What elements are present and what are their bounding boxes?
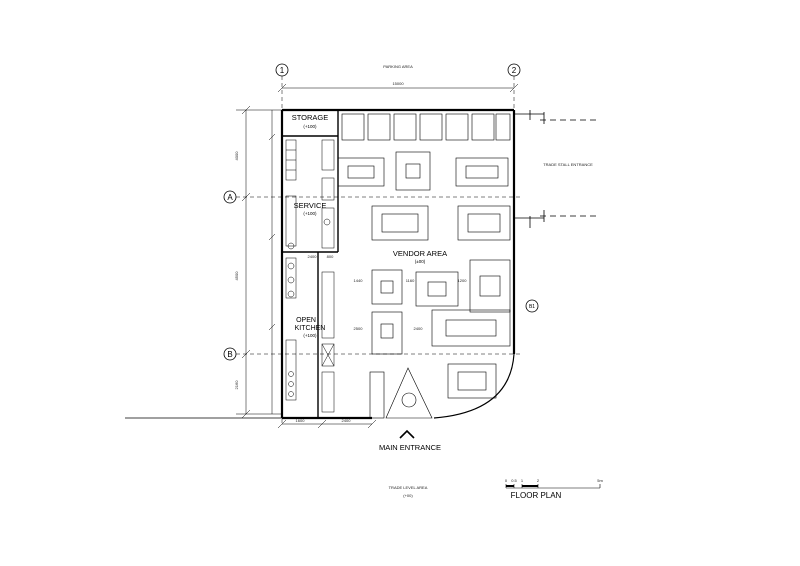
- curved-wall: [433, 353, 515, 419]
- dim-inner-5: 2400: [414, 326, 424, 331]
- vendor-area-level: (±00): [415, 259, 426, 264]
- storage-shelving: [285, 139, 335, 201]
- dim-inner-4: 2500: [354, 326, 364, 331]
- bottom-dimension-line: [277, 419, 377, 429]
- open-kitchen-label-1: OPEN: [296, 317, 316, 324]
- dim-side-tick-2: 800: [327, 254, 334, 259]
- grid-label-2: 2: [512, 66, 517, 75]
- dim-inner-2: 1160: [406, 278, 415, 283]
- service-level: (+100): [303, 211, 317, 216]
- vendor-area-label: VENDOR AREA: [393, 249, 447, 258]
- adjacent-entrance-label: TRADE STALL ENTRANCE: [543, 162, 593, 167]
- dim-bottom-2: 2400: [342, 418, 352, 423]
- scale-tick-3: 2: [537, 478, 540, 483]
- scale-tick-4: 5m: [597, 478, 603, 483]
- dim-inner-1: 1440: [354, 278, 364, 283]
- parking-area-label: PARKING AREA: [383, 64, 413, 69]
- dim-left-lower: 2160: [234, 380, 239, 390]
- dim-left-middle: 4500: [234, 271, 239, 281]
- top-dimension-line: [277, 83, 519, 93]
- service-label: SERVICE: [294, 201, 327, 210]
- dim-inner-3: 1200: [458, 278, 468, 283]
- open-kitchen-level: (+100): [303, 333, 317, 338]
- dim-left-upper: 4000: [234, 151, 239, 161]
- scale-tick-2: 1: [521, 478, 524, 483]
- kitchen-equipment: [285, 257, 335, 413]
- floor-plan-title: FLOOR PLAN: [511, 491, 562, 500]
- scale-tick-0: 0: [505, 478, 508, 483]
- service-counter: [285, 195, 335, 250]
- grid-label-b: B: [227, 350, 232, 359]
- entrance-arrow: [399, 429, 415, 439]
- scale-tick-1: 0.5: [511, 478, 517, 483]
- grid-label-b1: B1: [529, 304, 535, 310]
- grid-label-a: A: [227, 193, 233, 202]
- vendor-tables: [371, 259, 511, 355]
- dim-side-tick-1: 2400: [308, 254, 318, 259]
- grid-bubble-b1: [525, 299, 539, 313]
- side-entrance: [514, 110, 600, 228]
- upper-booth-row: [341, 113, 511, 141]
- storage-level: (+100): [303, 124, 317, 129]
- dim-top-overall: 15000: [392, 81, 404, 86]
- outer-walls: [280, 108, 516, 420]
- grid-lines: [236, 76, 520, 425]
- lower-area-label: TRADE LEVEL AREA: [389, 485, 428, 490]
- main-entrance-label: MAIN ENTRANCE: [379, 443, 441, 452]
- grid-label-1: 1: [280, 66, 285, 75]
- dining-tables-row-1: [337, 151, 509, 191]
- left-tick-column: [268, 110, 276, 414]
- storage-label: STORAGE: [292, 113, 329, 122]
- left-dimension-line: [236, 105, 282, 419]
- dim-bottom-1: 1600: [296, 418, 306, 423]
- entrance-kiosk: [369, 363, 497, 419]
- scale-bar: [505, 484, 601, 489]
- open-kitchen-label-2: KITCHEN: [295, 325, 326, 332]
- lower-area-level: (+00): [403, 493, 413, 498]
- dining-tables-row-2: [371, 205, 511, 241]
